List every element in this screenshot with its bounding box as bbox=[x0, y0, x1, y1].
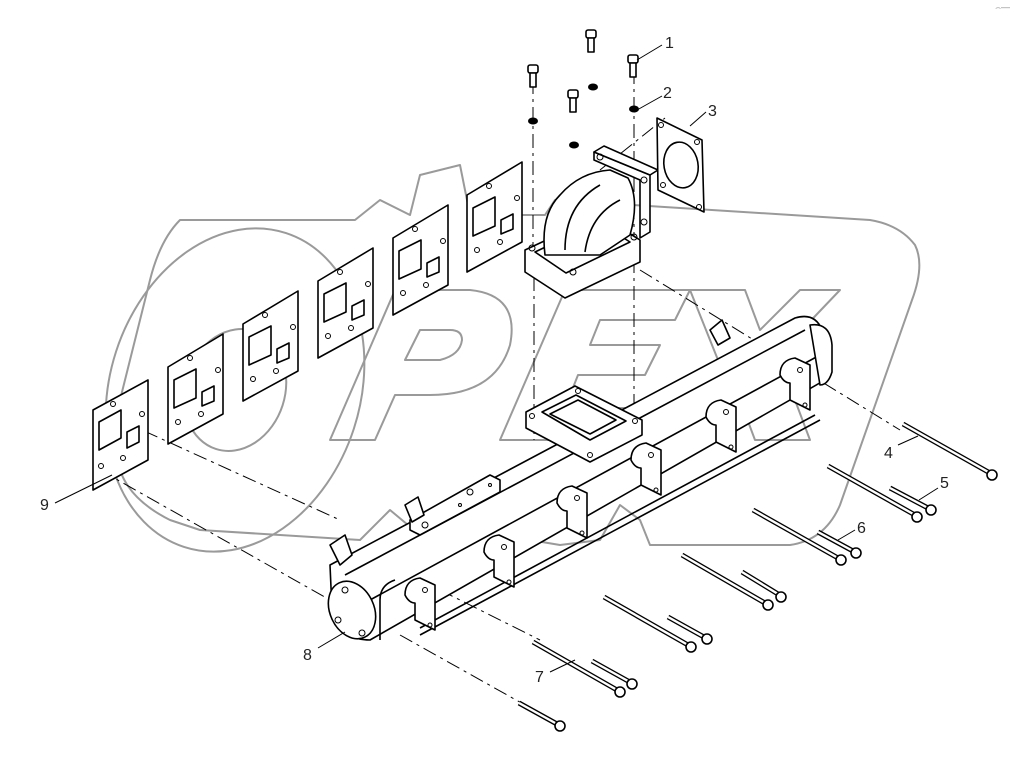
callout-4: 4 bbox=[884, 445, 893, 462]
washer bbox=[629, 105, 639, 113]
screw bbox=[627, 54, 639, 78]
upper-ear bbox=[709, 319, 731, 346]
centerline-bolt4 bbox=[639, 269, 901, 431]
callout-2: 2 bbox=[663, 85, 672, 102]
washers bbox=[528, 83, 639, 149]
washer bbox=[588, 83, 598, 91]
upper-ear bbox=[329, 534, 353, 566]
washer bbox=[569, 141, 579, 149]
bolts bbox=[517, 421, 998, 732]
elbow-screws bbox=[527, 29, 639, 113]
callout-5: 5 bbox=[940, 475, 949, 492]
bolt-long bbox=[680, 552, 774, 611]
end-cover bbox=[327, 580, 377, 640]
gasket bbox=[317, 247, 374, 359]
screw bbox=[567, 89, 579, 113]
bolt-short bbox=[816, 529, 862, 559]
gasket bbox=[466, 161, 523, 273]
port-ear bbox=[705, 399, 737, 453]
callout-6: 6 bbox=[857, 520, 866, 537]
bolt-long bbox=[826, 463, 923, 523]
watermark-letter-p bbox=[329, 289, 513, 441]
gasket bbox=[92, 379, 149, 491]
bolt-long bbox=[602, 594, 697, 653]
gasket bbox=[242, 290, 299, 402]
port-ear bbox=[556, 485, 588, 539]
centerline-bolt-bottom bbox=[399, 634, 526, 706]
watermark-letter-o-outer bbox=[104, 227, 366, 553]
bolt-short bbox=[517, 700, 566, 732]
callout-7: 7 bbox=[535, 669, 544, 686]
manifold-body bbox=[327, 315, 833, 641]
centerline-gasket-lower bbox=[99, 469, 331, 601]
bolt-short bbox=[888, 485, 937, 516]
bolt-short bbox=[590, 658, 638, 690]
callout-numbers: 1 2 3 4 5 6 7 8 9 bbox=[40, 35, 949, 686]
bolt-long bbox=[531, 639, 626, 698]
port-ear bbox=[779, 357, 811, 411]
bolt-long bbox=[901, 421, 998, 481]
manifold-gaskets bbox=[92, 161, 523, 491]
upper-ear bbox=[404, 496, 425, 523]
turbo-flange-gasket bbox=[656, 117, 705, 213]
callout-1: 1 bbox=[665, 35, 674, 52]
washer bbox=[528, 117, 538, 125]
gasket bbox=[167, 333, 224, 445]
corner-mark: ⌢— bbox=[995, 2, 1010, 12]
bolt-long bbox=[751, 507, 847, 566]
port-ear bbox=[483, 534, 515, 588]
port-ear bbox=[404, 577, 436, 631]
callout-8: 8 bbox=[303, 647, 312, 664]
elbow-outlet bbox=[524, 145, 659, 299]
bolt-short bbox=[666, 614, 713, 645]
port-ear bbox=[630, 442, 662, 496]
callout-3: 3 bbox=[708, 103, 717, 120]
callout-leaders bbox=[54, 44, 939, 673]
centerline-bolt7 bbox=[439, 589, 541, 641]
screw bbox=[527, 64, 539, 88]
callout-9: 9 bbox=[40, 497, 49, 514]
gasket bbox=[392, 204, 449, 316]
screw bbox=[585, 29, 597, 53]
centerline-gasket-upper bbox=[119, 419, 341, 521]
bolt-short bbox=[740, 569, 787, 603]
